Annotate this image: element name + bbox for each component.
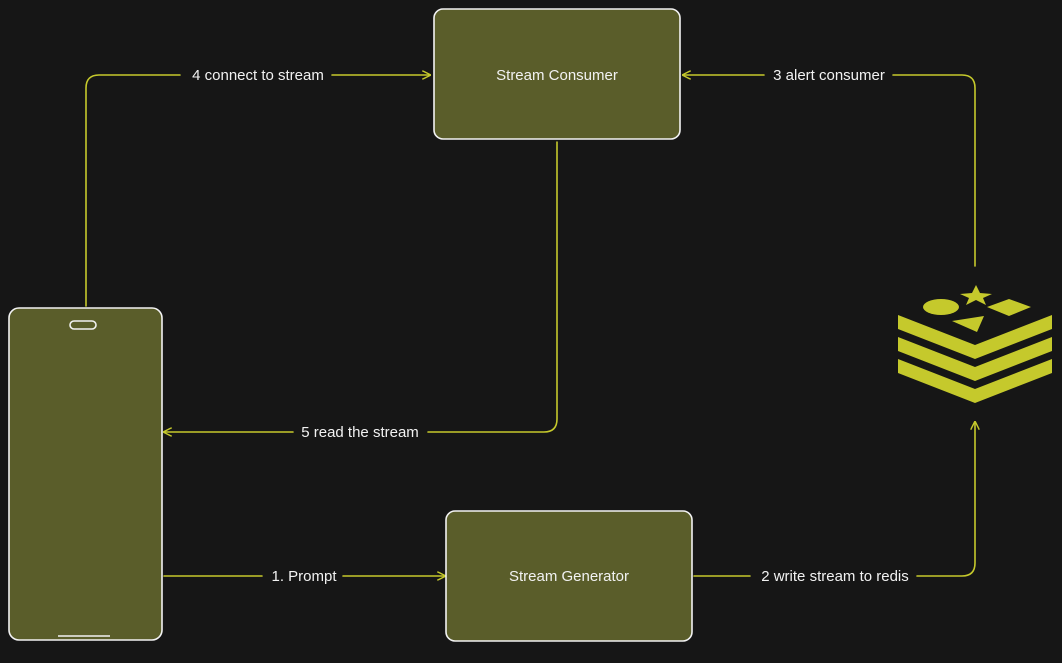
read-arrow <box>164 141 558 432</box>
redis-layer-middle <box>898 337 1052 381</box>
redis-star-shape <box>960 285 992 305</box>
prompt-label: 1. Prompt <box>271 568 337 585</box>
stream-consumer-label: Stream Consumer <box>496 67 618 84</box>
connect-label: 4 connect to stream <box>192 67 324 84</box>
edge-read-stream: 5 read the stream <box>164 141 558 441</box>
edge-write-stream: 2 write stream to redis <box>693 422 975 585</box>
stream-generator-label: Stream Generator <box>509 568 629 585</box>
redis-ellipse-shape <box>923 299 959 315</box>
redis-layer-top <box>898 315 1052 359</box>
stream-consumer-node[interactable]: Stream Consumer <box>433 8 681 140</box>
stream-generator-node[interactable]: Stream Generator <box>445 510 693 642</box>
read-label: 5 read the stream <box>301 424 419 441</box>
mobile-phone-icon[interactable] <box>8 307 163 641</box>
write-label: 2 write stream to redis <box>761 568 909 585</box>
edge-connect-to-stream: 4 connect to stream <box>85 67 430 307</box>
redis-icon[interactable] <box>898 285 1052 403</box>
write-arrow <box>693 422 975 577</box>
redis-triangle-shape <box>952 316 984 332</box>
phone-body[interactable] <box>8 307 163 641</box>
edge-prompt: 1. Prompt <box>163 568 445 585</box>
stream-generator-box[interactable] <box>445 510 693 642</box>
connect-arrow <box>85 75 430 307</box>
stream-consumer-box[interactable] <box>433 8 681 140</box>
phone-speaker-icon <box>69 320 97 330</box>
alert-arrow <box>683 75 976 267</box>
edge-alert-consumer: 3 alert consumer <box>683 67 976 267</box>
alert-label: 3 alert consumer <box>773 67 885 84</box>
redis-layer-bottom <box>898 359 1052 403</box>
redis-diamond-shape <box>987 299 1031 316</box>
